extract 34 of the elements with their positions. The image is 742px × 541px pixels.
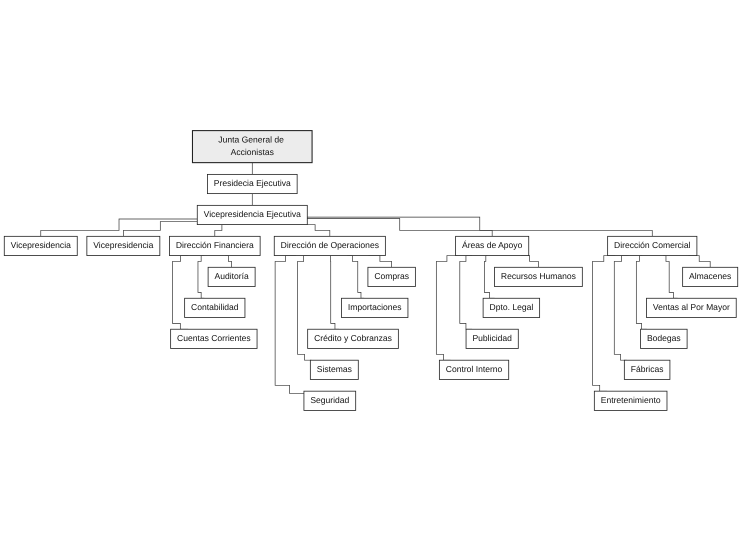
node-box: Junta General de Accionistas <box>192 130 313 164</box>
node-box: Sistemas <box>310 360 359 380</box>
node-box: Bodegas <box>640 328 688 349</box>
node-box: Dirección Financiera <box>169 236 261 256</box>
node-box: Dirección de Operaciones <box>274 236 386 256</box>
connector <box>123 221 198 237</box>
node-box: Contabilidad <box>184 298 246 318</box>
node-box: Cuentas Corrientes <box>170 328 258 349</box>
node-box: Dpto. Legal <box>482 298 540 318</box>
node-box: Fábricas <box>624 360 670 380</box>
node-box: Vicepresidencia Ejecutiva <box>196 204 308 225</box>
node-box: Entretenimiento <box>594 390 668 411</box>
node-box: Control Interno <box>438 360 510 380</box>
node-box: Almacenes <box>682 266 738 287</box>
node-box: Seguridad <box>304 390 356 411</box>
node-box: Vicepresidencia <box>4 236 78 256</box>
node-box: Presidecia Ejecutiva <box>207 174 298 194</box>
node-box: Compras <box>368 266 416 287</box>
connector <box>306 218 493 237</box>
node-box: Importaciones <box>341 298 408 318</box>
node-box: Vicepresidencia <box>86 236 160 256</box>
connector <box>252 162 253 175</box>
connector <box>297 255 312 361</box>
node-box: Crédito y Cobranzas <box>307 328 399 349</box>
node-box: Recursos Humanos <box>494 266 583 287</box>
connector <box>306 216 653 237</box>
node-box: Áreas de Apoyo <box>455 236 530 256</box>
connector <box>40 218 198 237</box>
connector <box>274 255 304 394</box>
node-box: Ventas al Por Mayor <box>646 298 737 318</box>
node-box: Auditoría <box>208 266 256 287</box>
node-box: Publicidad <box>466 328 519 349</box>
connector <box>252 193 253 206</box>
node-box: Dirección Comercial <box>607 236 698 256</box>
